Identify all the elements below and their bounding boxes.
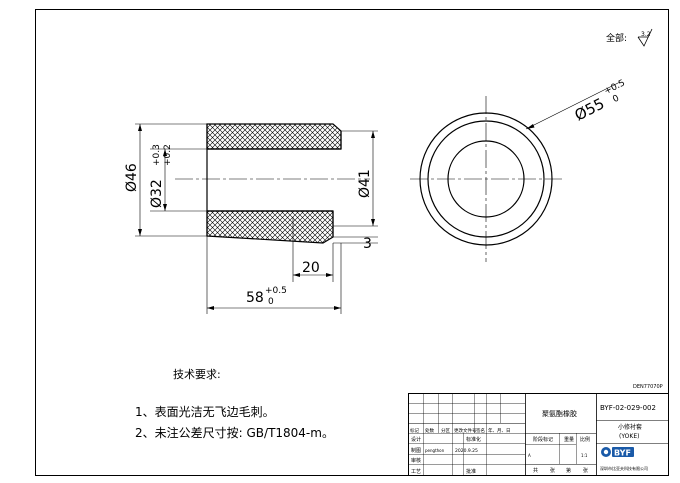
part-name: 小修衬套 [618,423,642,431]
scale-prefix: A [528,453,531,458]
note-item-1: 1、表面光洁无飞边毛刺。 [135,405,275,419]
taper-len-text: 20 [302,260,320,276]
rev-header-date: 年、月、日 [488,427,511,434]
rev-header-count: 处数 [425,427,434,434]
scale-label: 比例 [580,436,590,443]
company-logo: BYF [601,447,634,458]
logo-text: BYF [614,449,631,458]
stage-label: 阶段标记 [533,436,553,443]
dim-total-length: 58 +0.5 0 [206,236,342,314]
approve-label: 批准 [466,468,476,475]
notes-title: 技术要求: [173,368,221,381]
rev-header-mark: 标记 [410,427,419,434]
std-label: 标准化 [466,436,481,443]
sheet-total-suffix: 张 [550,467,555,474]
company-name: 深圳市比亚夫科技有限公司 [600,465,648,471]
outer-dia-text: Ø46 [124,163,140,192]
roughness-label: 全部: [606,32,627,44]
chamfer-text: 3 [363,236,372,252]
doc-code: DEN77070P [633,384,663,390]
drawing-border [35,9,669,476]
dim-bore-diameter: Ø32 +0.3 +0.2 [149,144,207,212]
upper-wall-hatch [206,123,342,150]
right-dia-text: Ø41 [357,169,373,198]
material-text: 聚氨酯橡胶 [542,409,577,418]
part-name-en: (YOKE) [619,433,639,440]
scale-value: 1:1 [581,453,588,458]
row-label-check: 审核 [411,457,421,464]
circle-dia-text: Ø55 [572,94,608,124]
rev-header-sign: 签名 [476,427,485,434]
total-len-tol-lower: 0 [268,297,274,307]
dim-chamfer: 3 [333,236,378,252]
note-item-2: 2、未注公差尺寸按: GB/T1804-m。 [135,425,334,440]
bore-tol-upper: +0.3 [152,144,162,166]
total-len-text: 58 [246,290,264,306]
dim-outer-diameter: Ø46 [124,123,207,237]
dim-right-diameter: Ø41 [333,130,378,227]
row-label-design: 设计 [411,436,421,443]
sheet-total-prefix: 共 [533,467,538,474]
circle-tol-lower: 0 [611,93,621,105]
end-view [410,96,562,262]
bore-dia-text: Ø32 [149,179,165,208]
technical-notes: 技术要求: 1、表面光洁无飞边毛刺。 2、未注公差尺寸按: GB/T1804-m… [135,368,334,440]
drawing-number: BYF-02-029-002 [600,404,656,412]
sheet-no-suffix: 张 [583,467,588,474]
lower-wall-hatch [206,210,334,244]
total-len-tol-upper: +0.5 [265,286,287,296]
dim-taper-length: 20 [292,217,334,282]
row-label-process: 工艺 [411,469,421,475]
dim-circle-diameter: Ø55 +0.5 0 [525,78,627,130]
roughness-value: 3.2 [641,31,651,38]
designer-name: pengthon [425,448,445,453]
draw-date: 2020.9.25 [455,448,478,454]
roughness-symbol: 全部: 3.2 [606,28,653,47]
section-view [175,123,370,244]
sheet-no-prefix: 第 [566,467,571,474]
row-label-draw: 制图 [411,447,421,454]
title-block: DEN77070P 标记 处数 分区 更改文件号 签名 [408,384,669,476]
bore-tol-lower: +0.2 [163,144,173,166]
rev-header-docno: 更改文件号 [454,427,477,434]
weight-label: 重量 [564,436,574,443]
rev-header-zone: 分区 [441,427,450,434]
